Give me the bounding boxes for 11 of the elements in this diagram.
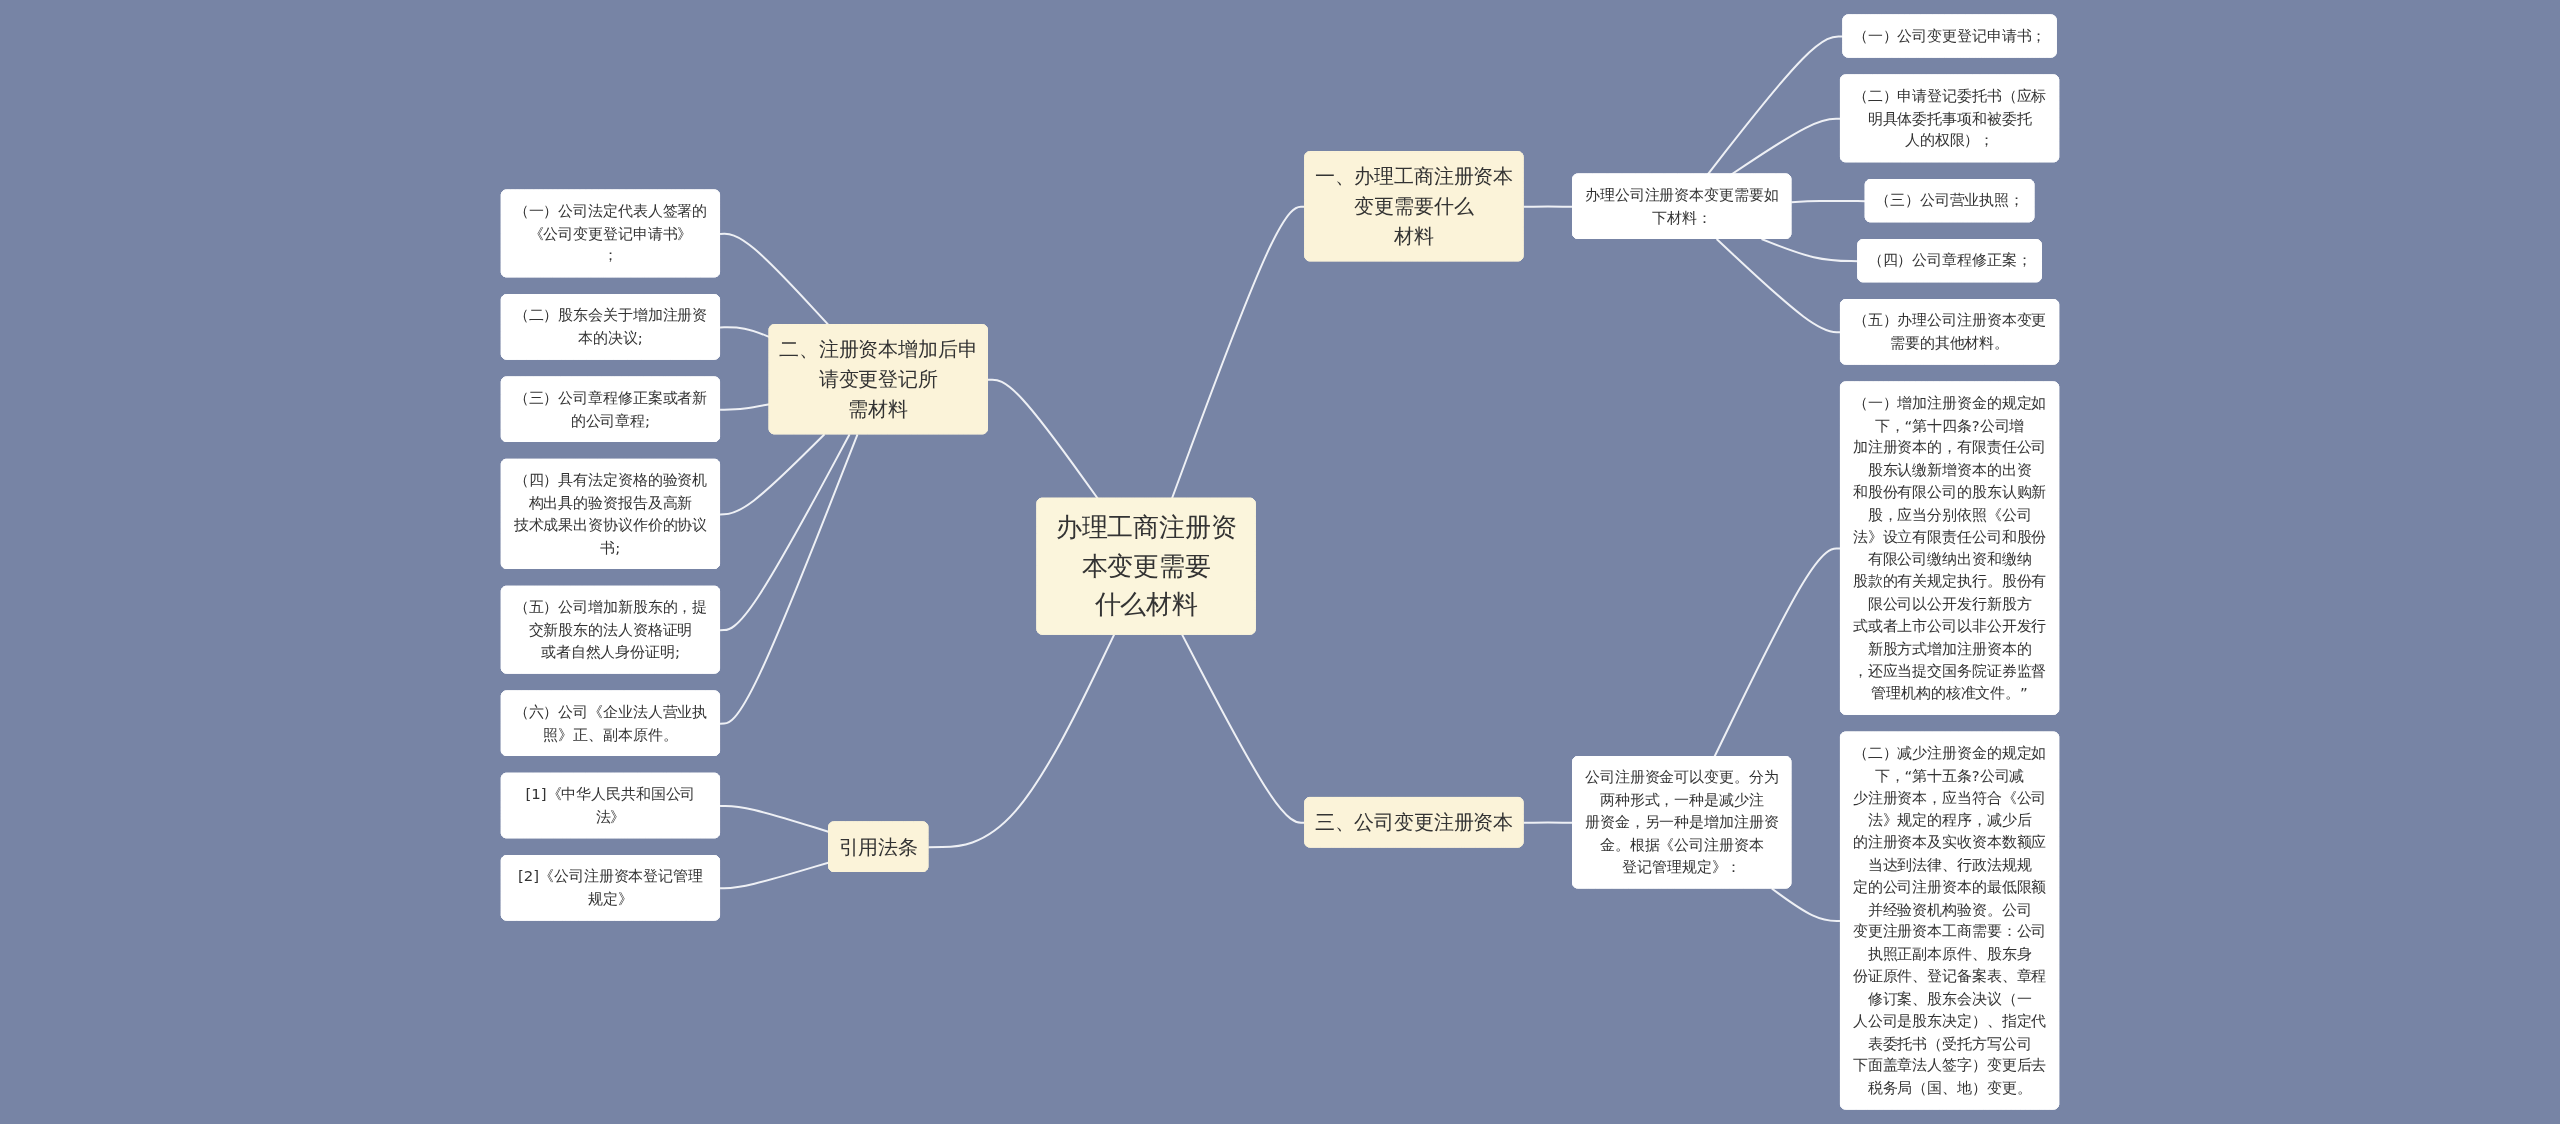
connector	[927, 633, 1116, 849]
connector	[719, 403, 771, 411]
connector	[719, 433, 851, 632]
connector	[1730, 117, 1842, 176]
connector	[719, 433, 859, 725]
connector	[719, 326, 771, 339]
connector	[719, 433, 826, 516]
connector	[986, 378, 1099, 500]
connector	[1715, 238, 1842, 334]
connector	[1790, 199, 1867, 204]
connector	[1770, 887, 1842, 923]
